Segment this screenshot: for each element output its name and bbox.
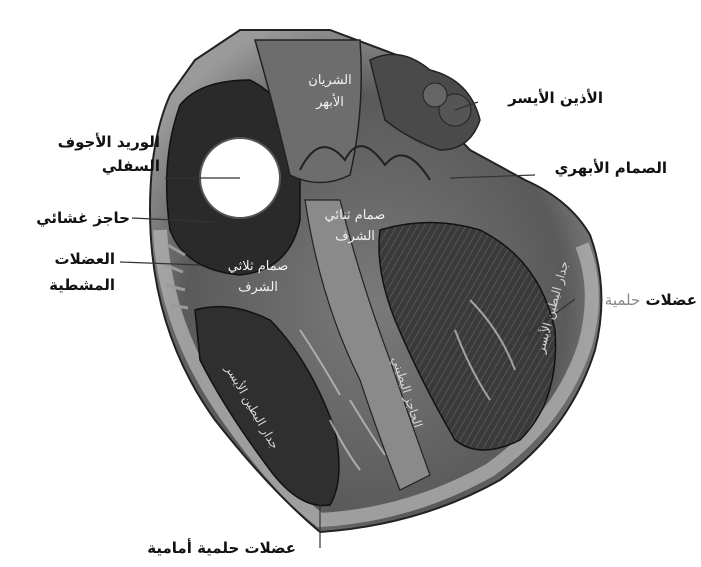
inner-label-aorta-line2: الأبهر <box>290 94 370 111</box>
label-papillary-prefix: عضلات <box>646 291 698 309</box>
label-trabeculae-line2: المشطية <box>0 275 115 295</box>
inner-label-aorta-line1: الشريان <box>290 72 370 89</box>
label-papillary-muscles: عضلات حلمية <box>575 290 697 310</box>
inner-label-tricuspid-line1: صمام ثلاثي <box>208 258 308 275</box>
label-inferior-vena-cava-line2: السفلي <box>10 156 160 176</box>
label-aortic-valve: الصمام الأبهري <box>535 158 667 178</box>
label-membranous-septum: حاجز غشائي <box>0 208 130 228</box>
label-anterior-papillary: عضلات حلمية أمامية <box>100 538 296 558</box>
label-left-atrium: الأذين الأيسر <box>483 88 603 108</box>
inner-label-mitral-line2: الشرف <box>300 228 410 245</box>
inner-label-tricuspid-line2: الشرف <box>208 279 308 296</box>
label-papillary-suffix: حلمية <box>605 291 640 309</box>
label-trabeculae-line1: العضلات <box>0 249 115 269</box>
inner-label-mitral-line1: صمام ثنائي <box>300 207 410 224</box>
label-inferior-vena-cava-line1: الوريد الأجوف <box>10 132 160 152</box>
